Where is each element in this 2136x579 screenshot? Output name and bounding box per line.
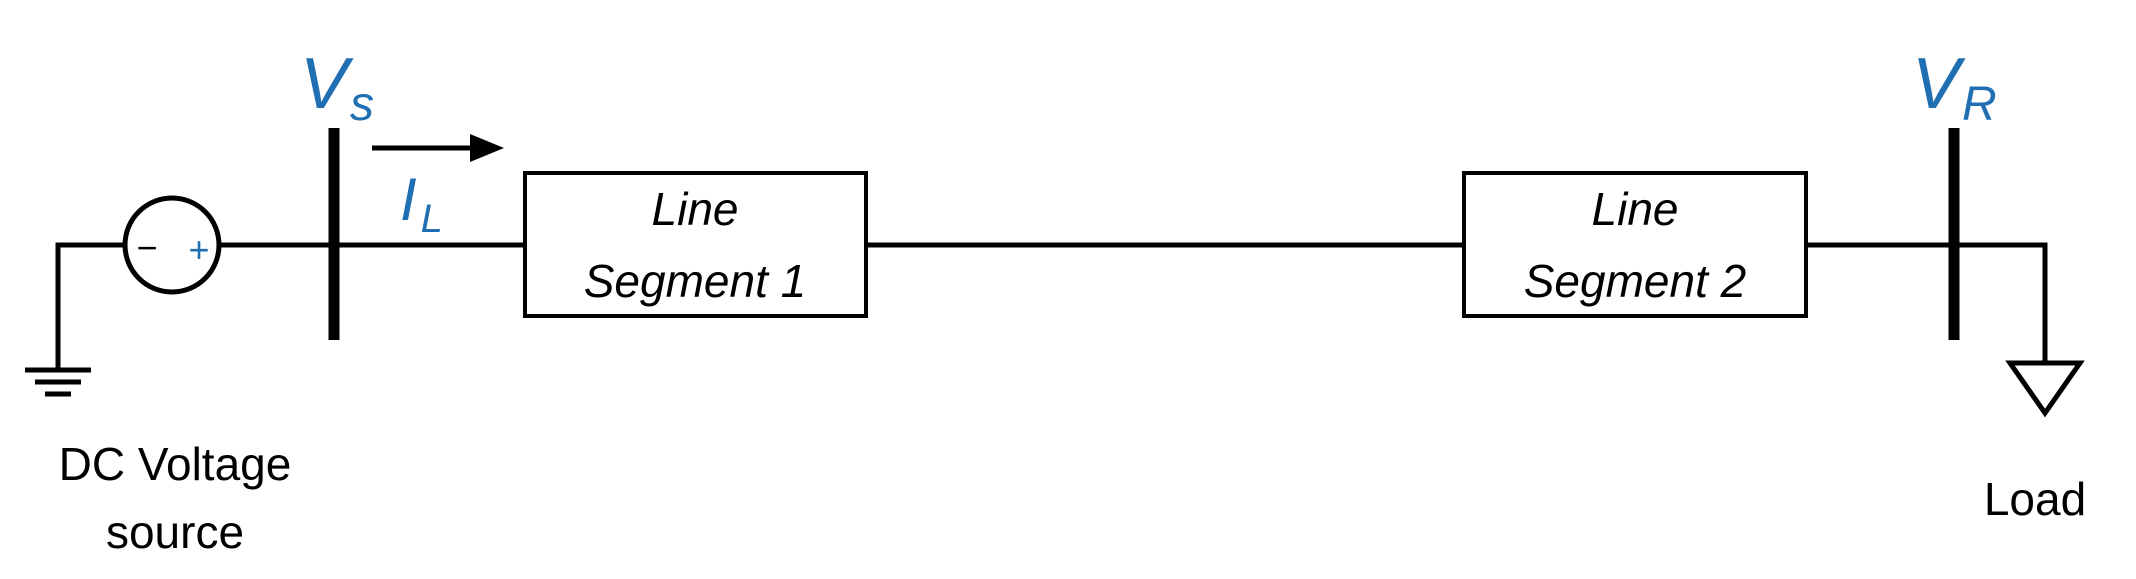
wire-bus-to-load <box>1954 242 2048 363</box>
source-minus-sign: − <box>136 227 157 268</box>
sending-bus-label: Vs <box>300 44 374 131</box>
segment-1-label-line1: Line <box>652 183 739 235</box>
current-arrow-icon <box>372 134 504 162</box>
source-plus-sign: + <box>188 229 209 270</box>
segment-2-label-line1: Line <box>1592 183 1679 235</box>
segment-2-label-line2: Segment 2 <box>1524 255 1746 307</box>
receiving-bus-label: VR <box>1912 44 1997 131</box>
ground-icon <box>25 242 125 397</box>
dc-voltage-source-icon: − + <box>122 195 222 295</box>
load-triangle-icon <box>2005 360 2085 418</box>
source-label-line1: DC Voltage <box>59 438 292 490</box>
load-label: Load <box>1984 473 2086 525</box>
segment-1-label-line2: Segment 1 <box>584 255 806 307</box>
line-segment-2: Line Segment 2 <box>1462 171 1808 318</box>
line-segment-1: Line Segment 1 <box>523 171 868 318</box>
source-label-line2: source <box>106 506 244 558</box>
